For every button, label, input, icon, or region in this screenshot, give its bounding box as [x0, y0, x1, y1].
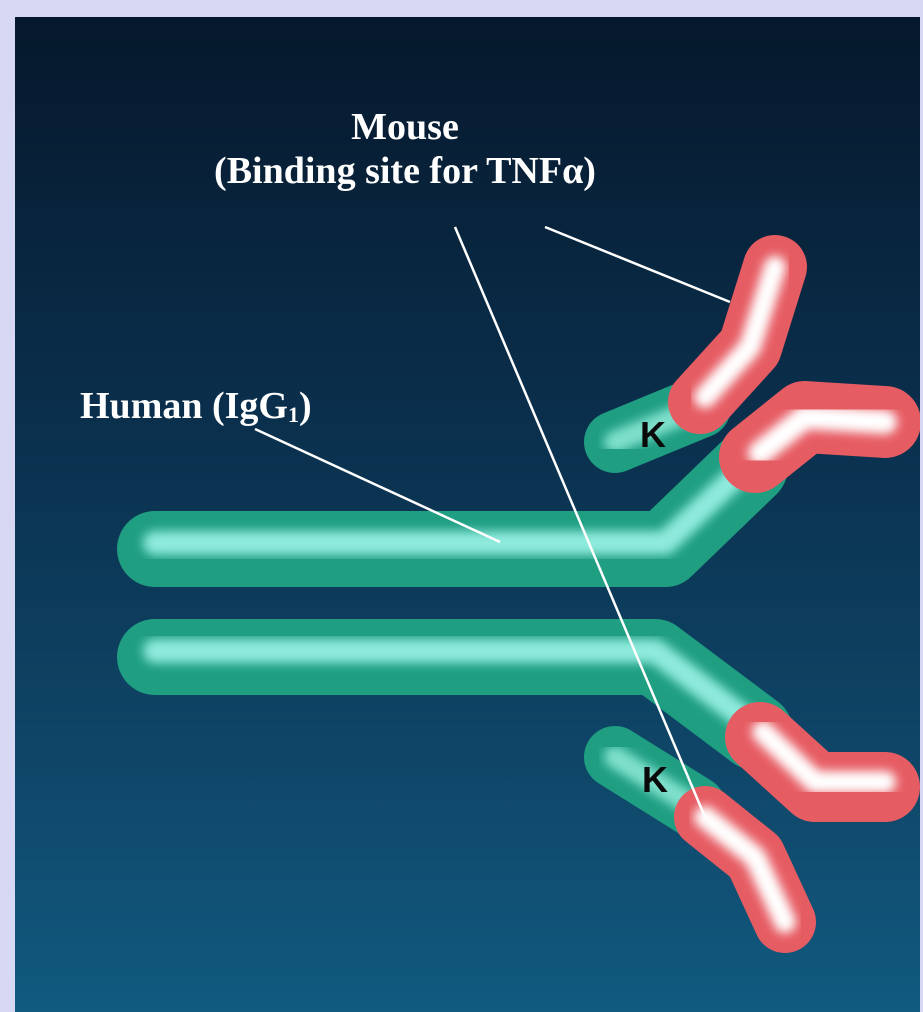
human-label-subscript: 1	[288, 402, 299, 427]
mouse-title: Mouse	[165, 105, 645, 149]
human-region-label: Human (IgG1)	[80, 384, 312, 437]
human-label-close: )	[299, 385, 312, 427]
kappa-label-top: K	[640, 414, 666, 455]
kappa-label-bottom: K	[642, 759, 668, 800]
mouse-subtitle: (Binding site for TNFα)	[165, 149, 645, 193]
diagram-panel: K K Mouse (Binding site for TNFα) Human …	[15, 17, 920, 1012]
human-label-main: Human (IgG	[80, 385, 288, 427]
leader-line-mouse-top	[545, 227, 730, 302]
mouse-region-label: Mouse (Binding site for TNFα)	[165, 105, 645, 193]
heavy-chain-bottom	[155, 651, 885, 787]
